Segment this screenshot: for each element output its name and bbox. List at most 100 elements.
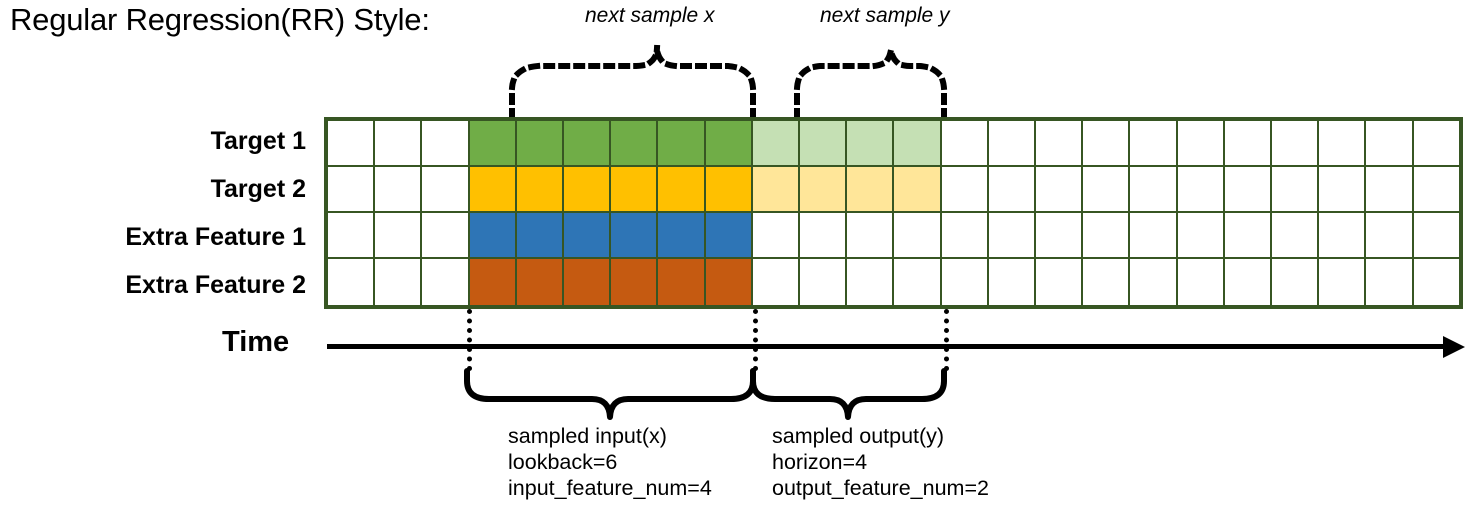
sampled-output-title: sampled output(y)	[772, 424, 945, 448]
grid-cell	[1177, 213, 1223, 257]
grid-cell	[516, 121, 563, 165]
grid-cell	[752, 121, 799, 165]
grid-cell	[941, 167, 987, 211]
grid-cell	[658, 121, 704, 165]
guide-line-input-end	[753, 309, 758, 371]
lookback-value: lookback=6	[508, 450, 618, 474]
guide-line-input-start	[467, 309, 472, 371]
output-feature-num: output_feature_num=2	[772, 476, 989, 500]
grid-cell	[1413, 213, 1459, 257]
grid-cell	[375, 259, 421, 305]
grid-cell	[1083, 259, 1129, 305]
grid-cell	[1272, 121, 1318, 165]
grid-cell	[988, 259, 1035, 305]
grid-cell	[516, 213, 563, 257]
grid-cell	[564, 121, 610, 165]
horizon-value: horizon=4	[772, 450, 868, 474]
grid-cell	[1319, 167, 1365, 211]
grid-cell	[752, 167, 799, 211]
grid-cell	[894, 167, 940, 211]
grid-cell	[564, 167, 610, 211]
grid-cell	[847, 259, 893, 305]
grid-cell	[658, 213, 704, 257]
grid-cell	[705, 259, 751, 305]
grid-cell	[1366, 259, 1412, 305]
sampled-input-title: sampled input(x)	[508, 424, 667, 448]
row-label-extra-feature-2: Extra Feature 2	[125, 270, 306, 299]
grid-cell	[941, 213, 987, 257]
grid-cell	[1130, 213, 1176, 257]
top-brace-group	[509, 44, 947, 120]
grid-cell	[328, 121, 374, 165]
grid-cell	[800, 213, 846, 257]
grid-cell	[1036, 259, 1082, 305]
next-sample-y-label: next sample y	[820, 4, 950, 27]
grid-cell	[847, 213, 893, 257]
grid-cell	[800, 259, 846, 305]
grid-cell	[375, 121, 421, 165]
grid-row-target-1	[328, 121, 1459, 167]
grid-cell	[705, 213, 751, 257]
grid-cell	[1177, 167, 1223, 211]
grid-cell	[941, 121, 987, 165]
grid-cell	[1413, 121, 1459, 165]
grid-cell	[1130, 121, 1176, 165]
grid-cell	[1413, 259, 1459, 305]
row-label-target-2: Target 2	[210, 174, 306, 203]
timeseries-grid	[324, 117, 1463, 309]
grid-cell	[658, 259, 704, 305]
page-title: Regular Regression(RR) Style:	[10, 2, 430, 37]
grid-cell	[469, 167, 515, 211]
grid-cell	[1366, 167, 1412, 211]
grid-cell	[611, 167, 657, 211]
grid-cell	[564, 213, 610, 257]
time-axis-line	[327, 344, 1451, 349]
grid-cell	[800, 121, 846, 165]
grid-cell	[1130, 167, 1176, 211]
arrow-right-icon	[1443, 336, 1465, 358]
grid-cell	[422, 213, 468, 257]
grid-cell	[988, 167, 1035, 211]
grid-cell	[894, 121, 940, 165]
grid-cell	[328, 213, 374, 257]
grid-cell	[941, 259, 987, 305]
grid-cell	[422, 121, 468, 165]
grid-cell	[422, 259, 468, 305]
grid-cell	[1130, 259, 1176, 305]
grid-cell	[1083, 167, 1129, 211]
grid-cell	[1177, 259, 1223, 305]
grid-cell	[752, 213, 799, 257]
grid-cell	[894, 259, 940, 305]
grid-cell	[1177, 121, 1223, 165]
guide-line-output-end	[944, 309, 949, 371]
grid-cell	[894, 213, 940, 257]
grid-cell	[1413, 167, 1459, 211]
grid-cell	[375, 213, 421, 257]
sampled-input-caption: sampled input(x) lookback=6 input_featur…	[508, 423, 712, 501]
time-axis-label: Time	[222, 326, 290, 358]
grid-cell	[611, 121, 657, 165]
sampled-output-caption: sampled output(y) horizon=4 output_featu…	[772, 423, 989, 501]
grid-cell	[469, 213, 515, 257]
grid-cell	[328, 167, 374, 211]
grid-cell	[516, 259, 563, 305]
bottom-brace-group	[464, 368, 947, 420]
grid-cell	[611, 213, 657, 257]
grid-cell	[1224, 259, 1271, 305]
input-feature-num: input_feature_num=4	[508, 476, 712, 500]
grid-cell	[1036, 213, 1082, 257]
grid-cell	[1319, 213, 1365, 257]
grid-cell	[422, 167, 468, 211]
grid-cell	[375, 167, 421, 211]
grid-cell	[1224, 167, 1271, 211]
grid-cell	[1036, 121, 1082, 165]
grid-cell	[1083, 213, 1129, 257]
grid-cell	[705, 167, 751, 211]
grid-cell	[705, 121, 751, 165]
grid-cell	[469, 259, 515, 305]
grid-cell	[847, 167, 893, 211]
grid-cell	[1319, 259, 1365, 305]
grid-cell	[1319, 121, 1365, 165]
grid-cell	[1224, 121, 1271, 165]
next-sample-x-label: next sample x	[585, 4, 715, 27]
